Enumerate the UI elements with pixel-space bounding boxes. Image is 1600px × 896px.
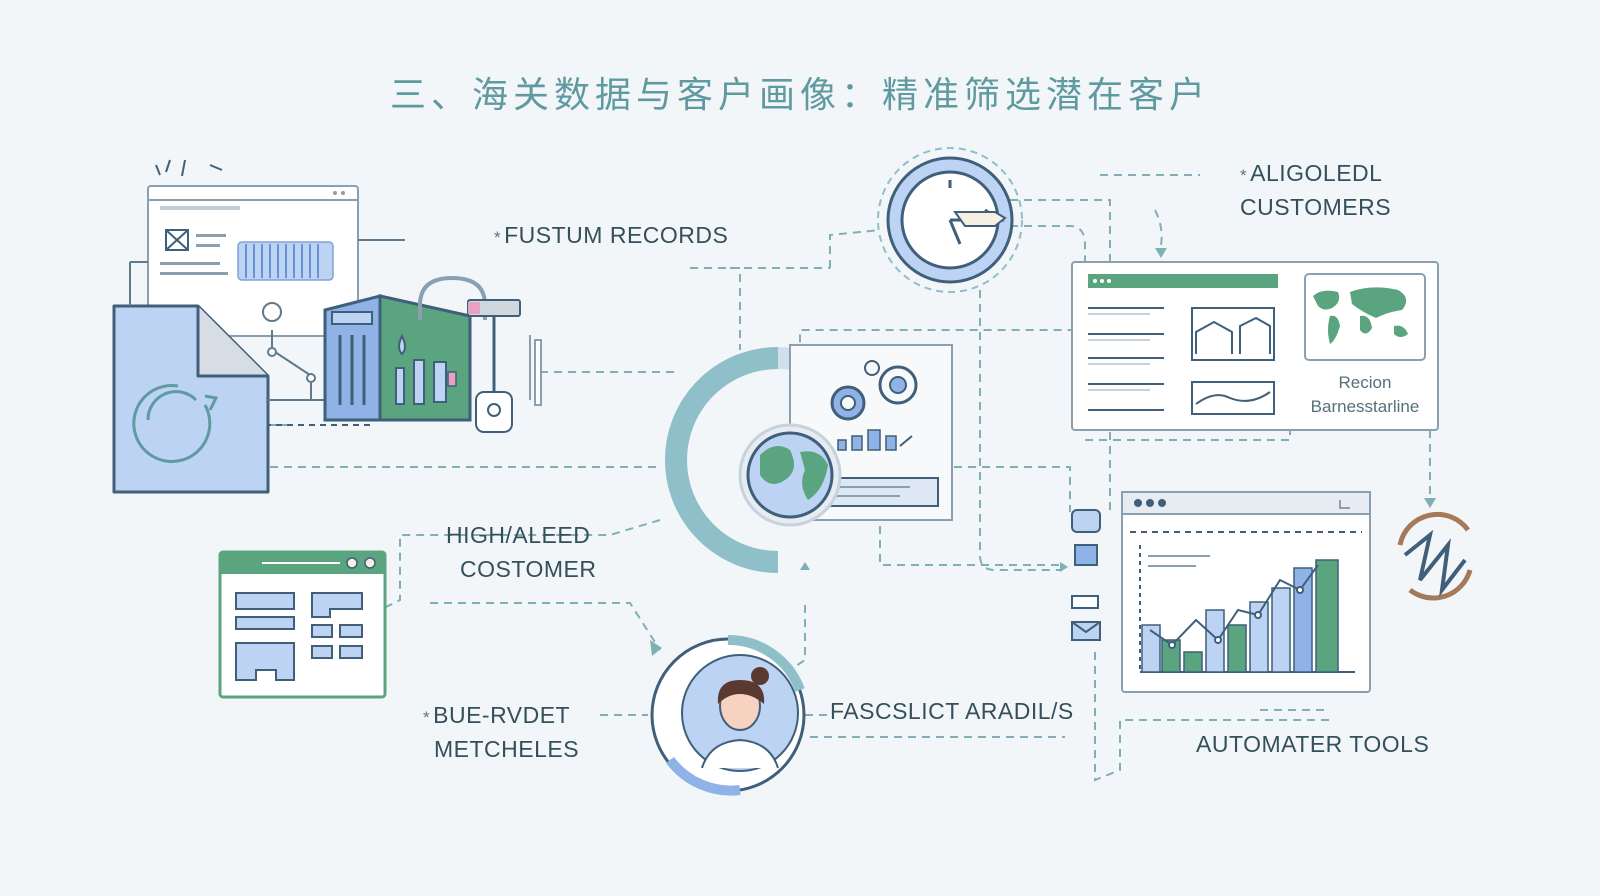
matches-label-line2: METCHELES [434,736,580,762]
analysis-label: FASCSLICT ARADIL/S [830,698,1074,724]
warehouse-building-icon [323,294,472,422]
document-refresh-icon [112,304,270,494]
network-nodes [129,239,405,401]
gears-icon [830,360,918,421]
dashboard-window-icon [1071,261,1439,431]
central-globe-group [665,344,953,573]
stopwatch-icon [877,147,1023,293]
envelope-icon [1071,509,1101,641]
layout-window-icon [218,550,387,699]
globe-icon [738,423,842,527]
browser-window-icon [147,159,359,337]
bar-chart-window-icon [1121,491,1371,693]
high-value-label-line2: COSTOMER [460,556,597,582]
page-title: 三、海关数据与客户画像：精准筛选潜在客户 [389,75,1210,116]
connector-lines [240,174,1431,782]
region-label-line2: Barnesstarline [1310,397,1420,416]
world-map-icon [1313,287,1408,344]
matches-label-line1: *BUE-RVDET [423,702,571,728]
high-value-label-line1: HIGH/ALEED [446,522,591,548]
aligned-customers-label-line1: *ALIGOLEDL [1240,160,1383,186]
recycle-icon [1397,511,1473,601]
custom-records-label: *FUSTUM RECORDS [494,222,729,248]
customer-avatar-icon [650,634,806,796]
aligned-customers-label-line2: CUSTOMERS [1240,194,1392,220]
region-label-line1: Recion [1338,373,1392,392]
padlock-icon [418,275,542,433]
automated-tools-label: AUTOMATER TOOLS [1196,731,1430,757]
